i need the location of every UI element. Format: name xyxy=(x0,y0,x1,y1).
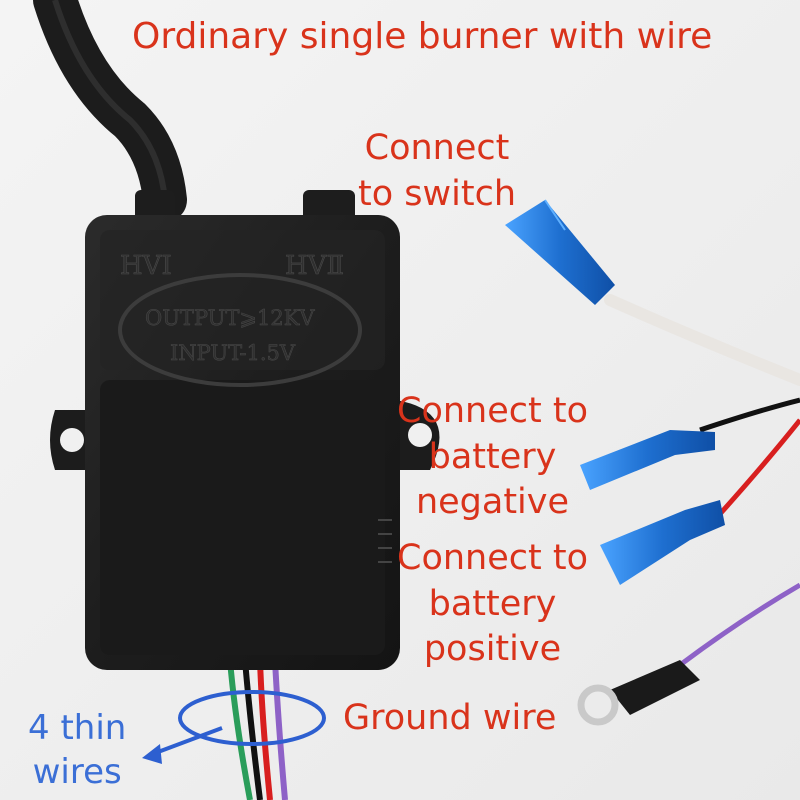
switch-terminal xyxy=(505,199,615,305)
bottom-red-wire xyxy=(257,659,273,800)
embossed-oval xyxy=(118,273,362,387)
left-mount-hole xyxy=(60,428,84,452)
switch-terminal-body xyxy=(505,200,615,305)
white-wire xyxy=(604,294,800,386)
main-cable-highlight xyxy=(52,0,168,201)
image-title: Ordinary single burner with wire xyxy=(132,16,713,57)
vent-lines xyxy=(378,519,392,563)
black-wire xyxy=(699,397,800,433)
ground-ring xyxy=(577,684,619,726)
battery-negative-label-line: battery xyxy=(428,436,557,477)
positive-terminal-body xyxy=(600,500,725,585)
battery-negative-label-line: Connect to xyxy=(397,391,588,431)
battery-positive-label-line: battery xyxy=(428,583,557,624)
switch-label: Connect to switch xyxy=(358,126,516,217)
lower-panel xyxy=(100,380,385,655)
bottom-green-wire xyxy=(227,659,253,800)
thin-wires-arrow-line xyxy=(149,726,223,757)
battery-negative-label: Connect to battery negative xyxy=(397,389,588,526)
wires xyxy=(604,294,800,668)
ground-ring-sleeve xyxy=(610,660,700,715)
ground-wire-label: Ground wire xyxy=(343,698,557,738)
battery-positive-label-line: Connect to xyxy=(397,538,588,578)
bottom-wires xyxy=(227,659,288,800)
negative-terminal-body xyxy=(580,430,715,490)
bottom-black-wire xyxy=(242,659,263,800)
thin-wires-label-line: 4 thin xyxy=(28,708,127,748)
right-mount-hole xyxy=(408,423,432,447)
thin-wires-arrowhead xyxy=(142,744,162,764)
input-embossed-text: INPUT-1.5V xyxy=(170,341,296,365)
battery-positive-label: Connect to battery positive xyxy=(397,536,588,673)
hv1-embossed-text: HVI xyxy=(120,251,172,281)
hv2-embossed-text: HVⅡ xyxy=(285,251,344,281)
negative-terminal xyxy=(580,430,715,490)
output-embossed-text: OUTPUT⩾12KV xyxy=(145,306,315,330)
top-panel xyxy=(100,230,385,370)
igniter-device: HVI HVⅡ OUTPUT⩾12KV INPUT-1.5V xyxy=(50,190,440,670)
purple-wire xyxy=(678,582,800,668)
switch-label-line: Connect xyxy=(364,128,510,168)
ground-ring-terminal xyxy=(577,660,700,726)
thin-wires-highlight-ellipse xyxy=(178,690,326,746)
battery-negative-label-line: negative xyxy=(415,482,570,522)
thin-wires-label-line: wires xyxy=(32,752,122,793)
battery-positive-label-line: positive xyxy=(423,629,562,669)
switch-label-line: to switch xyxy=(358,173,516,214)
bottom-purple-wire xyxy=(272,659,288,800)
positive-terminal xyxy=(600,500,725,585)
thin-wires-label: 4 thin wires xyxy=(28,706,126,794)
switch-terminal-highlight xyxy=(544,199,566,231)
